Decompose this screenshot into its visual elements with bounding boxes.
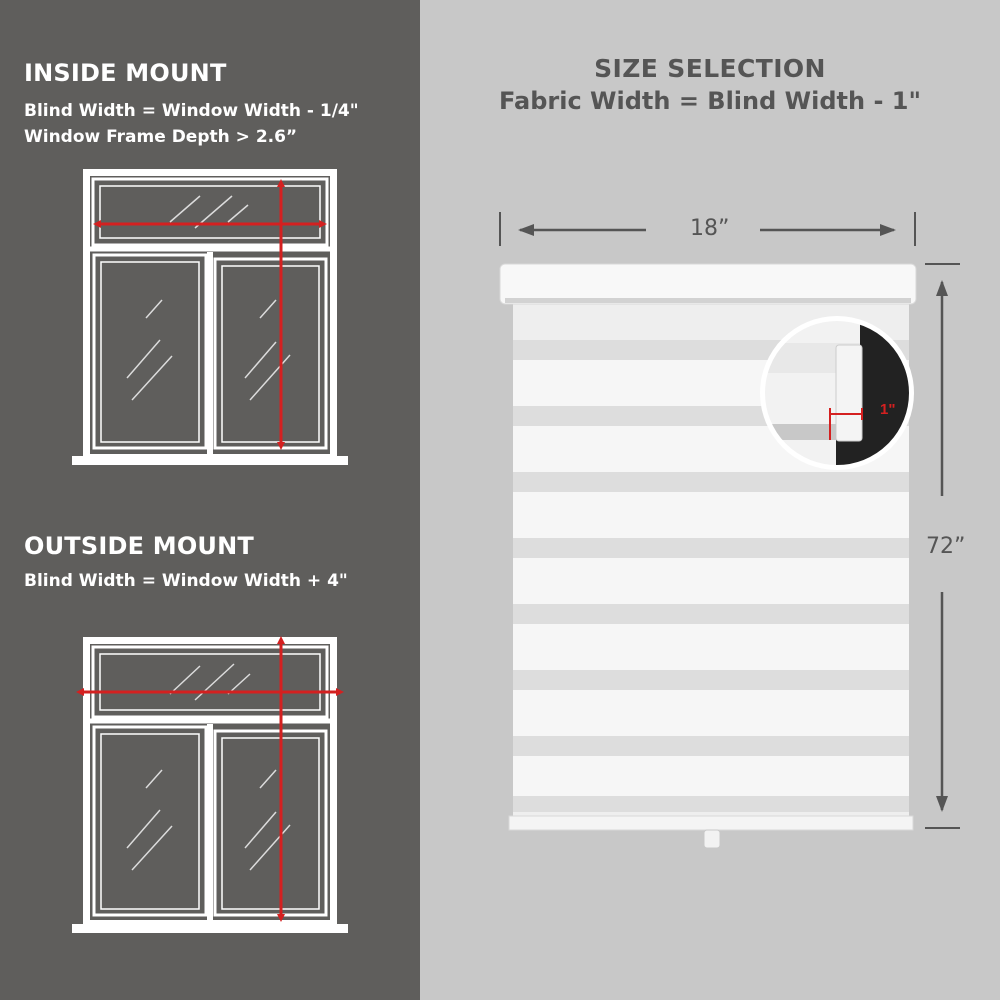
width-dimension-label: 18”: [690, 216, 730, 241]
inside-mount-window: [72, 169, 348, 465]
inside-mount-width-formula: Blind Width = Window Width - 1/4": [24, 101, 359, 121]
width-dimension: [499, 212, 916, 246]
outside-mount-width-formula: Blind Width = Window Width + 4": [24, 571, 348, 591]
size-selection-title: SIZE SELECTION: [594, 54, 826, 83]
outside-mount-window: [72, 636, 348, 933]
inside-mount-depth-formula: Window Frame Depth > 2.6”: [24, 127, 298, 147]
inside-mount-title: INSIDE MOUNT: [24, 59, 227, 87]
fabric-width-formula: Fabric Width = Blind Width - 1": [499, 87, 921, 115]
fabric-gap-label: 1": [880, 401, 895, 418]
height-dimension: [925, 263, 960, 829]
outside-mount-title: OUTSIDE MOUNT: [24, 532, 254, 560]
height-dimension-label: 72”: [926, 534, 966, 559]
zoom-inset: 1": [760, 316, 914, 470]
